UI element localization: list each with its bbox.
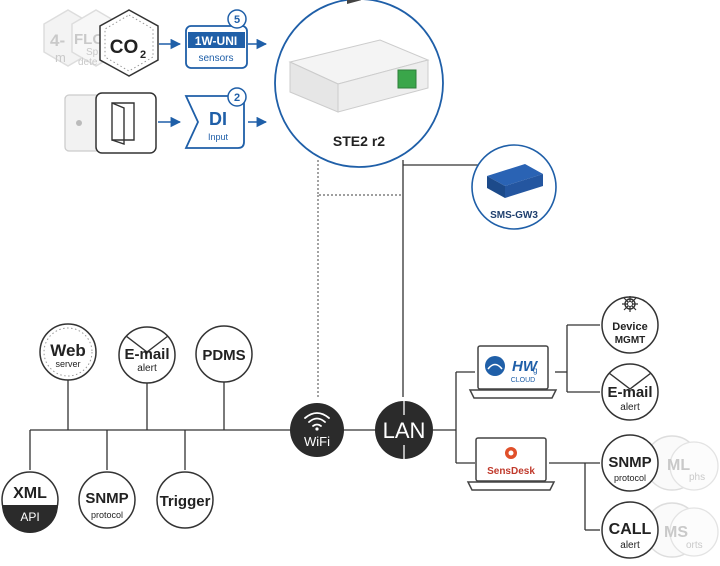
green-terminal xyxy=(397,69,417,89)
hwg-brand-sub: g xyxy=(533,366,537,375)
wifi-label: WiFi xyxy=(304,434,330,449)
service-right-email-sub: alert xyxy=(620,402,640,413)
ste2-device: STE2 r2 xyxy=(274,0,444,168)
connection-lines xyxy=(29,160,600,531)
di-sub: Input xyxy=(208,132,229,142)
service-right-email-title: E-mail xyxy=(607,384,652,401)
onewire-sub: sensors xyxy=(198,53,233,64)
service-right-email: E-mail alert xyxy=(601,363,659,421)
ghost-text-flo: FLO xyxy=(74,31,104,48)
hwg-cloud-text: CLOUD xyxy=(511,377,536,384)
sensdesk-laptop: SensDesk xyxy=(466,437,556,491)
service-snmp: SNMP protocol xyxy=(78,471,136,529)
ste2-label: STE2 r2 xyxy=(333,133,385,149)
ghost-text-m: m xyxy=(55,50,66,65)
service-email-sub: alert xyxy=(137,363,157,374)
door-sensor xyxy=(64,92,157,154)
wifi-dotted-link xyxy=(317,160,403,398)
service-email: E-mail alert xyxy=(118,326,176,384)
ghost-text-sp: Sp xyxy=(86,47,99,58)
hwg-cloud-laptop: HW g CLOUD xyxy=(468,345,558,399)
service-web: Web server xyxy=(39,323,97,381)
co2-subscript: 2 xyxy=(140,49,146,61)
co2-label: CO xyxy=(110,37,139,58)
service-call: CALL alert xyxy=(601,501,659,559)
ghost-phs: phs xyxy=(689,472,705,483)
service-call-title: CALL xyxy=(609,521,652,538)
wifi-hub: WiFi xyxy=(290,403,344,457)
right-ghosts: ML phs MS orts xyxy=(644,435,719,558)
lan-label: LAN xyxy=(383,418,426,443)
service-right-snmp: SNMP protocol xyxy=(601,434,659,492)
eth-port-1 xyxy=(347,0,361,5)
ghost-text-4: 4- xyxy=(50,31,65,50)
sms-gateway: SMS-GW3 xyxy=(471,144,557,230)
service-email-title: E-mail xyxy=(124,346,169,363)
service-web-sub: server xyxy=(55,359,80,369)
di-label: DI xyxy=(209,109,227,129)
service-call-sub: alert xyxy=(620,540,640,551)
di-count: 2 xyxy=(234,92,240,104)
service-xml: XML API xyxy=(1,471,59,533)
lan-hub: LAN xyxy=(375,401,433,459)
service-xml-title: XML xyxy=(13,485,47,502)
gear-icon xyxy=(622,296,638,312)
co2-sensor: CO 2 xyxy=(99,9,159,77)
ghost-ml: ML xyxy=(667,457,690,474)
onewire-tag: 1W-UNI sensors 5 xyxy=(185,9,248,69)
onewire-count: 5 xyxy=(234,14,240,26)
wifi-icon xyxy=(304,412,330,427)
onewire-label: 1W-UNI xyxy=(195,34,237,48)
service-device-title: Device xyxy=(612,321,647,333)
service-right-snmp-title: SNMP xyxy=(608,454,651,471)
sensdesk-brand: SensDesk xyxy=(487,466,535,477)
hwg-brand: HW xyxy=(512,358,539,375)
service-pdms-title: PDMS xyxy=(202,347,245,364)
ghost-text-dete: dete xyxy=(78,57,98,68)
service-xml-sub: API xyxy=(20,510,39,524)
service-device-sub: MGMT xyxy=(615,335,646,346)
hwg-logo-icon xyxy=(485,356,505,376)
ghost-ms: MS xyxy=(664,524,688,541)
ghost-orts: orts xyxy=(686,540,703,551)
service-device-mgmt: Device MGMT xyxy=(601,296,659,354)
service-snmp-title: SNMP xyxy=(85,490,128,507)
service-web-title: Web xyxy=(50,341,86,360)
service-right-snmp-sub: protocol xyxy=(614,473,646,483)
gateway-label: SMS-GW3 xyxy=(490,210,538,221)
di-tag: DI Input 2 xyxy=(184,87,247,149)
service-pdms: PDMS xyxy=(195,325,253,383)
service-trigger: Trigger xyxy=(156,471,214,529)
service-trigger-title: Trigger xyxy=(160,493,211,510)
service-snmp-sub: protocol xyxy=(91,510,123,520)
